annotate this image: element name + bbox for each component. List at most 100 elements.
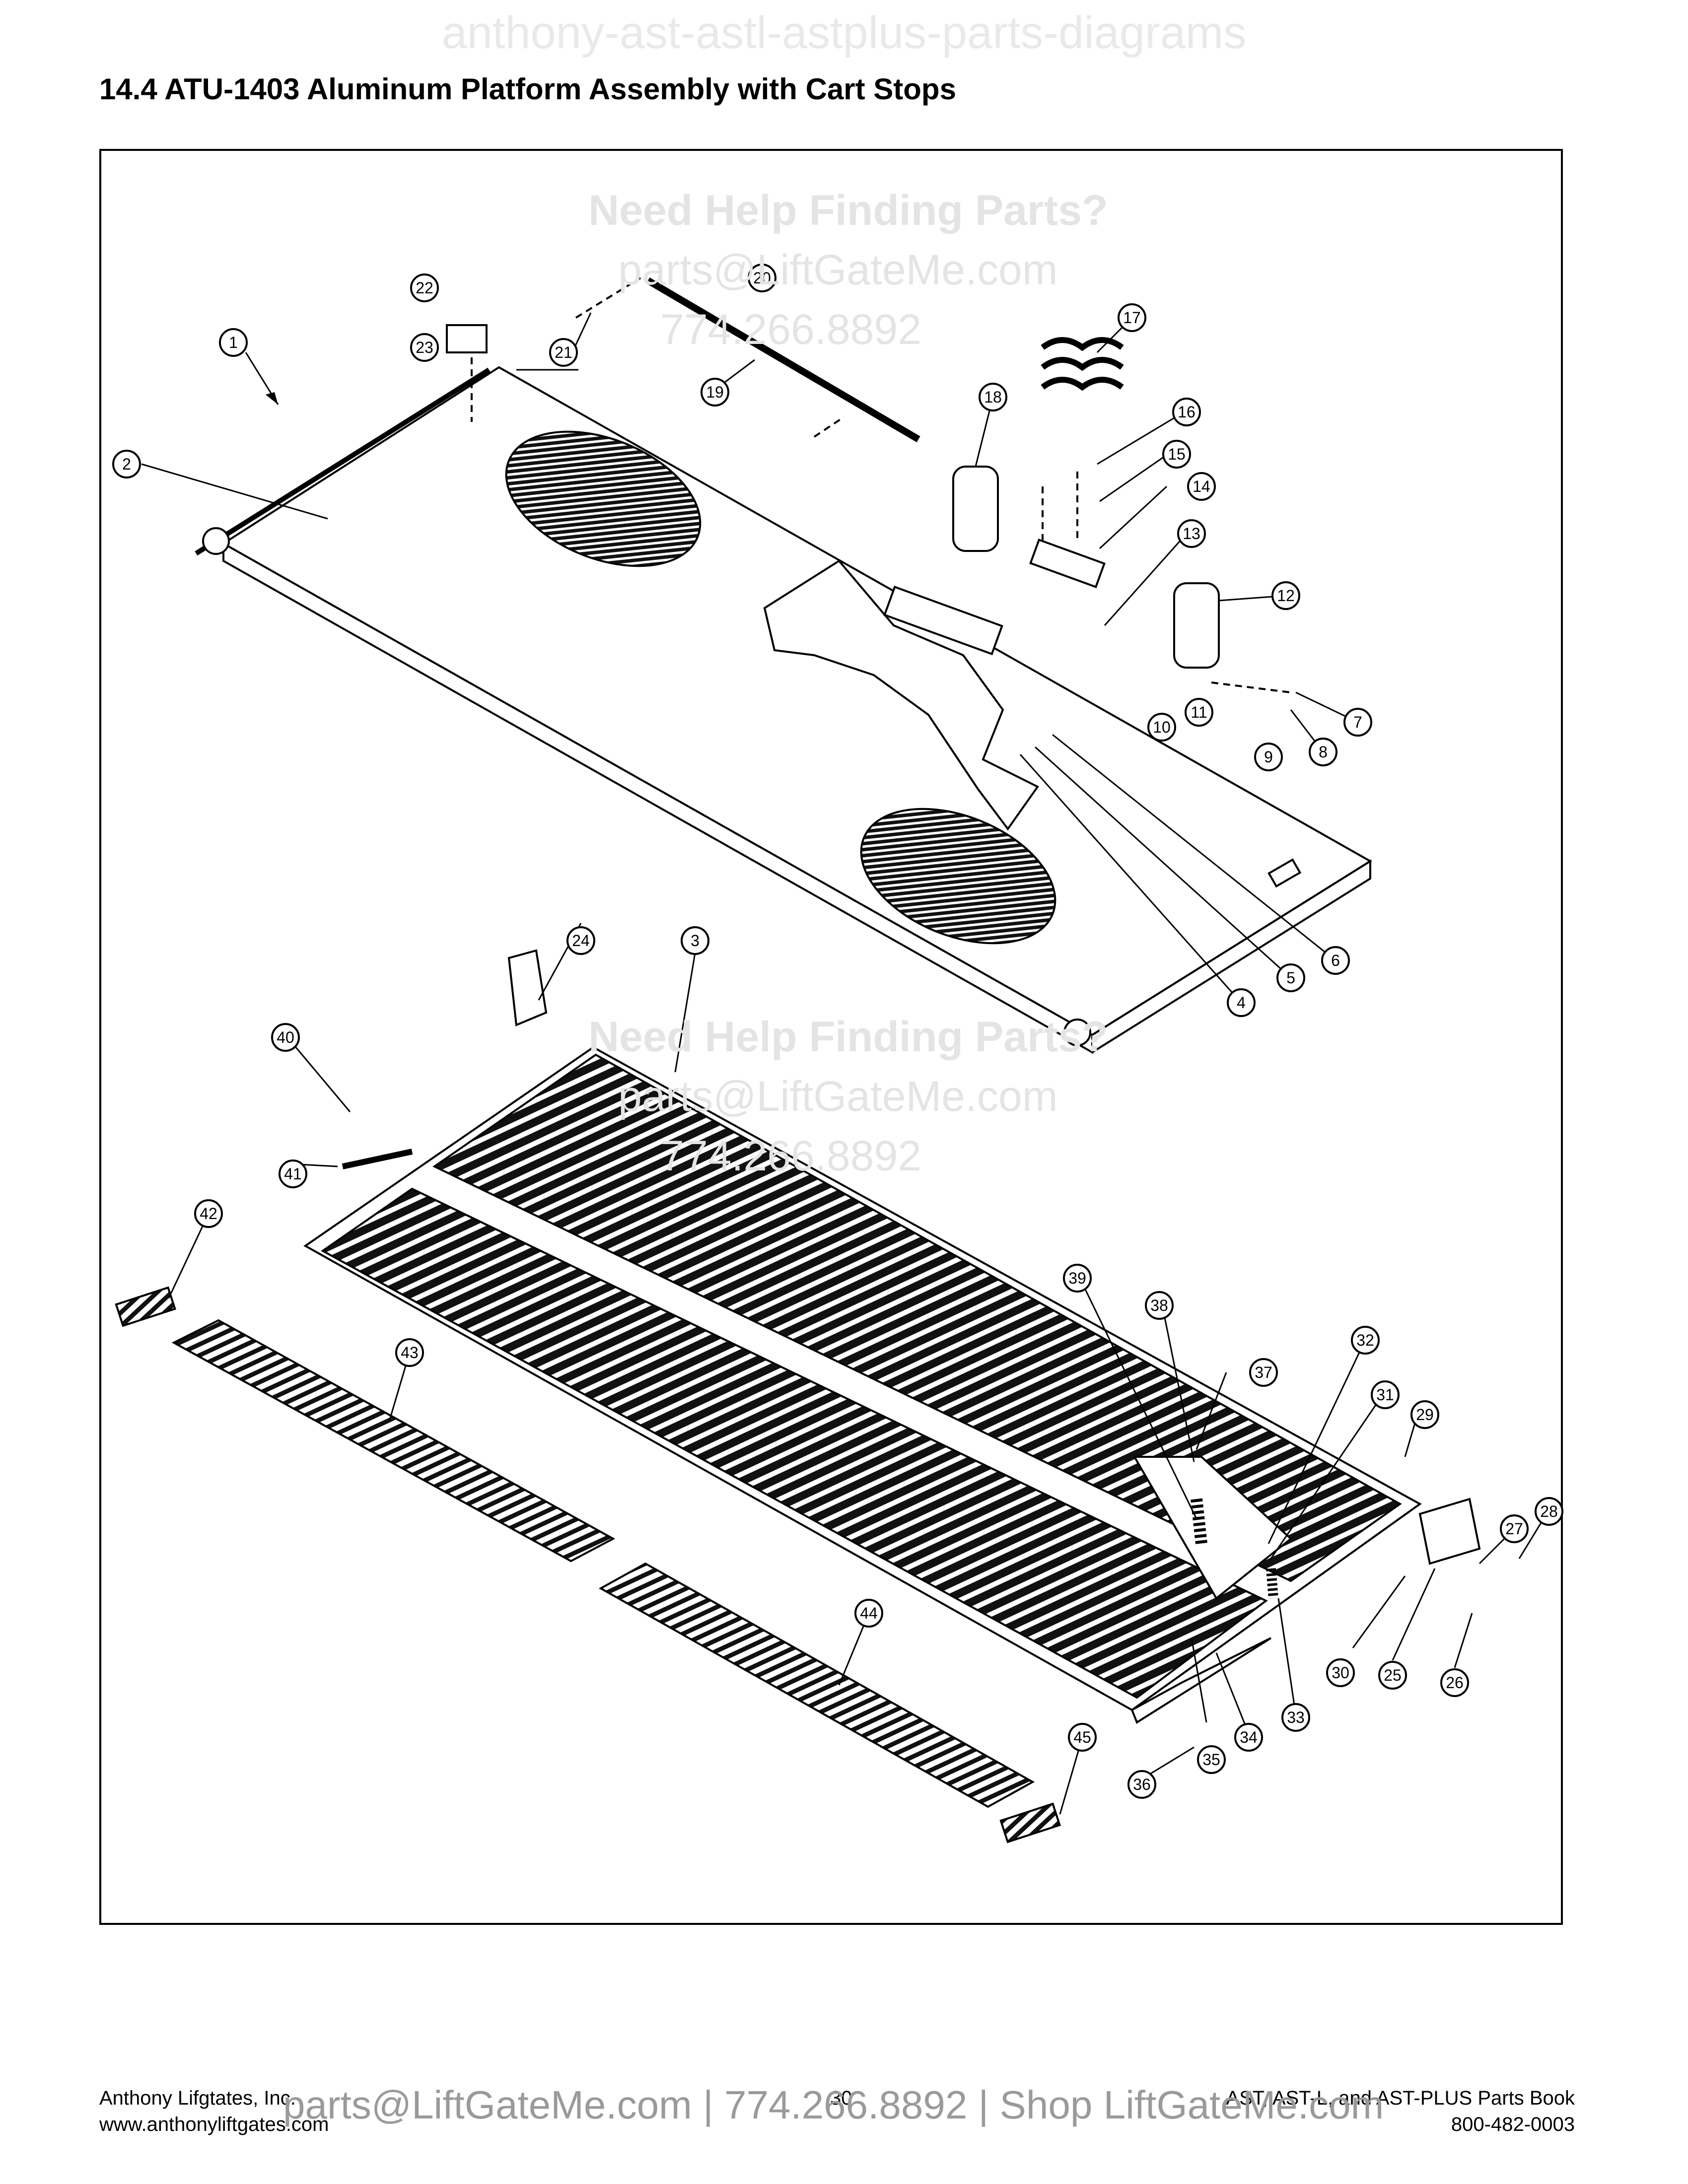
platform-rear-rail (195, 367, 491, 556)
callout-38: 38 (1145, 1291, 1174, 1320)
callout-27: 27 (1500, 1514, 1529, 1543)
callout-circle (219, 328, 248, 357)
callout-11: 11 (1185, 698, 1213, 727)
callout-32: 32 (1351, 1326, 1380, 1355)
callout-number: 21 (555, 343, 572, 361)
hinge-eye-right (1063, 1019, 1091, 1046)
spacer-block-a (883, 585, 1003, 656)
extrusion-44 (598, 1562, 1035, 1808)
callout-number: 22 (416, 279, 433, 297)
callout-circle (1147, 713, 1176, 742)
footer-company: Anthony Lifgtates, Inc. (99, 2087, 296, 2109)
link-41 (342, 1149, 413, 1169)
arrow-head-1 (266, 392, 278, 405)
hinge-mount-plate (763, 539, 1106, 831)
callout-number: 1 (229, 334, 238, 351)
callout-layer: 1234567891011121314151617181920212223242… (112, 264, 1563, 1799)
callout-circle (1410, 1400, 1439, 1429)
callout-21: 21 (549, 338, 578, 367)
callout-1: 1 (219, 328, 248, 357)
callout-number: 18 (984, 388, 1002, 406)
callout-circle (271, 1023, 300, 1052)
callout-number: 17 (1123, 309, 1141, 327)
callout-number: 5 (1286, 969, 1295, 987)
callout-16: 16 (1172, 398, 1201, 426)
callout-35: 35 (1197, 1745, 1226, 1774)
platform-side-edge (1091, 859, 1371, 1053)
callout-circle (1351, 1326, 1380, 1355)
callout-circle (1276, 963, 1305, 992)
callout-20: 20 (748, 264, 776, 292)
callout-number: 4 (1237, 994, 1246, 1012)
dashed-leader-b (471, 357, 1078, 546)
callout-circle (1378, 1661, 1407, 1690)
callout-circle (1068, 1723, 1097, 1752)
callout-number: 23 (416, 339, 433, 356)
watermark-phone-2: 774.266.8892 (660, 1132, 922, 1180)
callout-circle (566, 926, 595, 955)
callout-circle (1172, 398, 1201, 426)
footer-page-number: 30 (830, 2087, 852, 2109)
callout-number: 26 (1446, 1674, 1464, 1692)
callout-26: 26 (1440, 1668, 1469, 1697)
callout-6: 6 (1321, 946, 1350, 975)
callout-number: 31 (1376, 1386, 1394, 1404)
callout-10: 10 (1147, 713, 1176, 742)
tread-patch-upper-left (505, 430, 702, 567)
callout-circle (549, 338, 578, 367)
callout-37: 37 (1249, 1358, 1278, 1387)
callout-42: 42 (194, 1199, 223, 1228)
hinge-bracket-12 (1173, 582, 1220, 669)
callout-number: 7 (1353, 713, 1362, 731)
end-cap-42 (115, 1286, 176, 1327)
callout-33: 33 (1281, 1703, 1310, 1732)
callout-15: 15 (1162, 440, 1191, 469)
callout-circle (1197, 1745, 1226, 1774)
callout-number: 32 (1356, 1331, 1374, 1349)
callout-circle (1063, 1264, 1092, 1293)
callout-circle (1187, 472, 1216, 501)
callout-circle (748, 264, 776, 292)
footer-banner[interactable]: parts@LiftGateMe.com | 774.266.8892 | Sh… (283, 2083, 1384, 2127)
callout-circle (112, 450, 141, 478)
callout-number: 45 (1073, 1728, 1091, 1746)
callout-24: 24 (566, 926, 595, 955)
page-title: 14.4 ATU-1403 Aluminum Platform Assembly… (99, 72, 956, 106)
lower-ribbed-deck-rear (432, 1053, 1402, 1582)
callout-44: 44 (854, 1599, 883, 1628)
callout-circle (1234, 1723, 1263, 1752)
callout-circle (681, 926, 709, 955)
watermark-top: anthony-ast-astl-astplus-parts-diagrams (441, 7, 1247, 58)
callout-number: 44 (860, 1604, 878, 1622)
hinge-eye-left (202, 527, 230, 555)
dashed-leader-a (575, 277, 1291, 693)
watermark-email-1: parts@LiftGateMe.com (618, 246, 1058, 294)
pivot-rod (646, 277, 920, 443)
callout-circle (1254, 743, 1283, 771)
callout-number: 39 (1068, 1269, 1086, 1287)
lower-ribbed-deck-front (321, 1187, 1268, 1699)
callout-number: 15 (1168, 445, 1186, 463)
watermark-help-1: Need Help Finding Parts? (588, 187, 1108, 234)
callout-circle (410, 333, 439, 362)
callout-14: 14 (1187, 472, 1216, 501)
callout-circle (1343, 708, 1372, 737)
callout-29: 29 (1410, 1400, 1439, 1429)
callout-circle (1281, 1703, 1310, 1732)
callout-circle (1271, 581, 1300, 610)
callout-circle (1371, 1380, 1400, 1409)
callout-13: 13 (1177, 519, 1206, 548)
stop-block (1267, 858, 1302, 888)
callout-circle (1227, 988, 1256, 1017)
callout-number: 16 (1178, 403, 1196, 421)
callout-circle (1118, 303, 1146, 332)
footer-website[interactable]: www.anthonyliftgates.com (99, 2114, 329, 2135)
callout-circle (979, 383, 1007, 411)
spring-39 (1191, 1498, 1207, 1545)
upper-platform (195, 366, 1372, 1054)
callout-28: 28 (1535, 1497, 1563, 1526)
callout-39: 39 (1063, 1264, 1092, 1293)
callout-number: 8 (1319, 743, 1328, 761)
spring-33 (1266, 1568, 1278, 1599)
